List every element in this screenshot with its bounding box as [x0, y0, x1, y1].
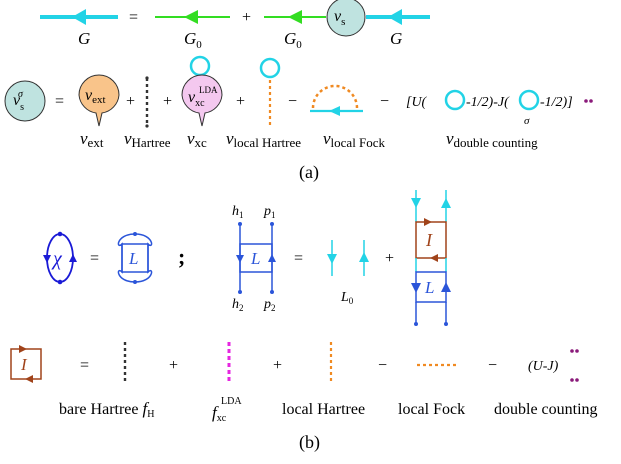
svg-text:L: L: [424, 278, 434, 297]
dyson-plus: +: [242, 9, 251, 26]
vs-bubble: vs: [326, 0, 366, 37]
label-v-local-hartree: vlocal Hartree: [226, 129, 301, 150]
svg-text:L: L: [128, 249, 138, 268]
svg-text:vxc: vxc: [188, 89, 205, 109]
label-local-hartree: local Hartree: [282, 401, 365, 418]
svg-text:[U(: [U(: [406, 95, 428, 110]
potential-equals: =: [55, 93, 64, 110]
semicolon: ;: [178, 244, 185, 269]
label-local-fock: local Fock: [398, 401, 465, 418]
plus-3: +: [236, 93, 245, 110]
kernel-minus-2: −: [488, 357, 497, 374]
label-fxc: fxc: [212, 403, 227, 424]
svg-text:vs: vs: [334, 8, 345, 28]
local-hartree-line: [259, 57, 281, 126]
label-v-ext: vext: [80, 129, 104, 150]
L-vertex: h1 p1 L h2 p2: [232, 204, 276, 313]
label-v-double-counting: vdouble counting: [446, 129, 538, 150]
double-counting-term: [U( -1/2)-J( σ -1/2)]: [406, 89, 593, 127]
caption-b: (b): [299, 432, 320, 453]
label-fxc-sup: LDA: [221, 396, 242, 407]
L0-pair: L0: [327, 240, 369, 306]
svg-text:χ: χ: [51, 248, 63, 270]
label-v-local-fock: vlocal Fock: [323, 129, 386, 150]
plus-1: +: [126, 93, 135, 110]
vs-sigma-bubble: vsσ: [4, 80, 46, 122]
svg-text:-1/2)]: -1/2)]: [540, 95, 573, 110]
v-ext-bubble: vext: [78, 74, 120, 127]
svg-text:vsσ: vsσ: [13, 89, 24, 113]
svg-text:σ: σ: [524, 115, 530, 127]
label-v-xc: vxc: [187, 129, 207, 150]
local-fock-diagram: [310, 84, 363, 116]
uj-term: (U-J): [528, 349, 579, 382]
kernel-plus-1: +: [169, 357, 178, 374]
kernel-plus-2: +: [273, 357, 282, 374]
label-v-hartree: vHartree: [124, 129, 171, 150]
eq-chi: =: [90, 250, 99, 267]
g-label: G: [78, 29, 90, 48]
svg-text:-1/2)-J(: -1/2)-J(: [466, 95, 510, 110]
potential-labels: vext vHartree vxc vlocal Hartree vlocal …: [80, 129, 538, 150]
svg-text:I: I: [20, 355, 28, 374]
g0-line: [155, 10, 230, 24]
caption-a: (a): [299, 162, 319, 183]
g0-label-2: G0: [284, 29, 302, 51]
potential-row: vsσ = vext + + vxc LDA + −: [4, 55, 593, 128]
minus-2: −: [380, 93, 389, 110]
svg-text:I: I: [425, 230, 433, 250]
v-xc-bubble: vxc LDA: [181, 55, 223, 127]
g-line: [40, 9, 118, 25]
svg-text:(U-J): (U-J): [528, 359, 559, 374]
svg-text:vext: vext: [85, 87, 106, 106]
L-bubble: L: [117, 232, 153, 284]
plus-2: +: [163, 93, 172, 110]
minus-1: −: [288, 93, 297, 110]
g0-label: G0: [184, 29, 202, 51]
dyson-row: G = G0 + G0 vs G: [40, 0, 430, 51]
g-label-2: G: [390, 29, 402, 48]
g-line-2: [366, 9, 430, 25]
svg-text:p2: p2: [263, 297, 276, 313]
eq-L: =: [294, 250, 303, 267]
svg-text:LDA: LDA: [199, 85, 218, 95]
svg-text:h2: h2: [232, 297, 244, 313]
label-double-counting: double counting: [494, 401, 598, 418]
kernel-minus-1: −: [378, 357, 387, 374]
svg-text:L0: L0: [340, 290, 354, 306]
plus-L: +: [385, 250, 394, 267]
I-box: I: [10, 345, 42, 383]
g0-line-2: [264, 10, 326, 24]
kernel-equals: =: [80, 357, 89, 374]
svg-text:h1: h1: [232, 204, 244, 220]
dyson-equals: =: [129, 9, 138, 26]
hartree-line: [145, 76, 149, 128]
svg-text:L: L: [250, 249, 260, 268]
kernel-row: I = + + − − (U-J): [10, 342, 579, 384]
ladder-diagram: I L: [411, 190, 451, 326]
svg-text:p1: p1: [263, 204, 276, 220]
chi-bubble: χ: [43, 231, 77, 285]
